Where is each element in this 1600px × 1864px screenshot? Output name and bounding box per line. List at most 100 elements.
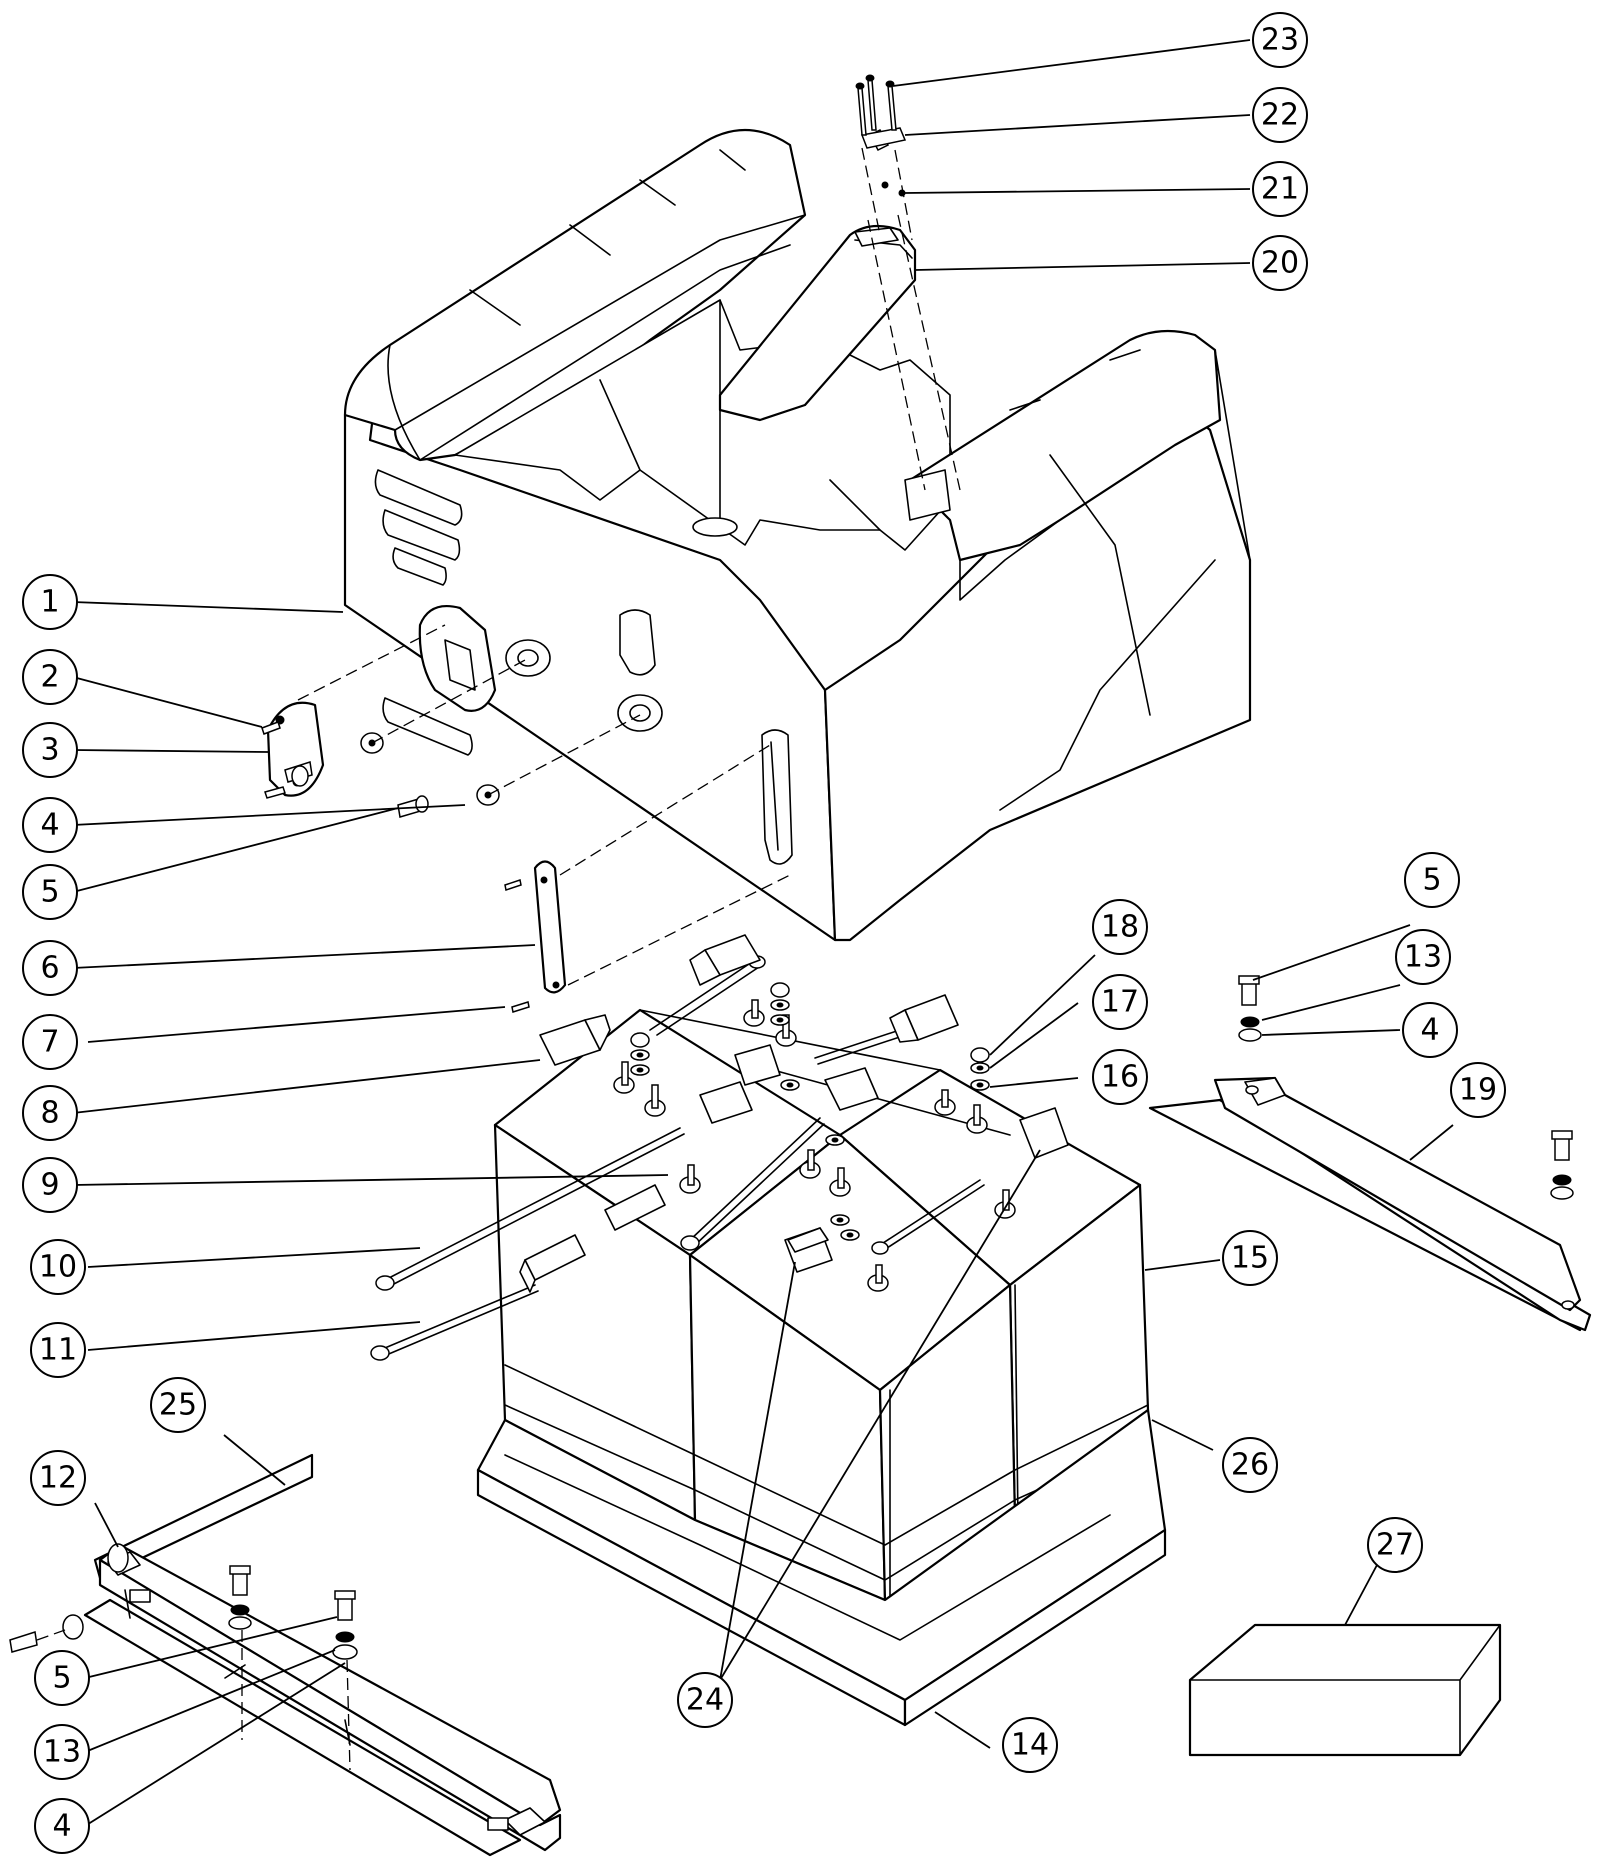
callout-c15: 15 [1222, 1230, 1278, 1286]
callout-circle [30, 1450, 86, 1506]
left-bracket-hardware [9, 1565, 358, 1771]
assembly-hidden-lines [297, 214, 961, 986]
callout-circle [1402, 1002, 1458, 1058]
callout-label: 24 [686, 1683, 724, 1718]
callout-circle [1450, 1062, 1506, 1118]
callout-c4a: 4 [22, 797, 78, 853]
callout-label: 5 [52, 1661, 71, 1696]
callout-c5a: 5 [22, 864, 78, 920]
callout-circle [22, 797, 78, 853]
callout-c5c: 5 [1404, 852, 1460, 908]
callout-label: 14 [1011, 1728, 1049, 1763]
callout-c12: 12 [30, 1450, 86, 1506]
accessory-box [1188, 1623, 1502, 1757]
slotted-strap [504, 860, 567, 1013]
washer [360, 732, 500, 806]
callout-label: 17 [1101, 985, 1139, 1020]
callout-circle [1222, 1437, 1278, 1493]
oval-cover-plate [261, 701, 325, 799]
callout-label: 19 [1459, 1073, 1497, 1108]
callout-circle [1222, 1230, 1278, 1286]
callout-circle [677, 1672, 733, 1728]
callout-circle [1092, 974, 1148, 1030]
callout-circle [34, 1650, 90, 1706]
callout-label: 7 [40, 1025, 59, 1060]
battery-group [493, 1008, 1150, 1602]
callout-circle [1252, 12, 1308, 68]
callout-circle [1367, 1517, 1423, 1573]
callout-c11: 11 [30, 1322, 86, 1378]
callout-c7: 7 [22, 1014, 78, 1070]
battery-tray [476, 1408, 1167, 1727]
callout-circle [1252, 161, 1308, 217]
callout-label: 22 [1261, 98, 1299, 133]
callout-label: 23 [1261, 23, 1299, 58]
callout-c2: 2 [22, 649, 78, 705]
callout-label: 5 [1422, 863, 1441, 898]
right-bracket [1148, 1076, 1592, 1332]
callout-label: 26 [1231, 1448, 1269, 1483]
callout-label: 9 [40, 1168, 59, 1203]
callout-label: 20 [1261, 246, 1299, 281]
callout-label: 4 [40, 808, 59, 843]
callout-label: 10 [39, 1250, 77, 1285]
callout-c23: 23 [1252, 12, 1308, 68]
callout-c13a: 13 [34, 1724, 90, 1780]
callout-label: 25 [159, 1388, 197, 1423]
callout-label: 6 [40, 951, 59, 986]
callout-circle [34, 1724, 90, 1780]
cable-connectors [519, 1184, 666, 1293]
callout-label: 11 [39, 1333, 77, 1368]
callout-label: 21 [1261, 172, 1299, 207]
callout-c10: 10 [30, 1239, 86, 1295]
leader-lines [72, 39, 1454, 1827]
callout-c22: 22 [1252, 87, 1308, 143]
callout-c24: 24 [677, 1672, 733, 1728]
callout-label: 16 [1101, 1060, 1139, 1095]
callout-label: 13 [1404, 940, 1442, 975]
callout-c4c: 4 [1402, 1002, 1458, 1058]
callout-circle [22, 722, 78, 778]
callout-circle [150, 1377, 206, 1433]
callout-c16: 16 [1092, 1049, 1148, 1105]
callout-c26: 26 [1222, 1437, 1278, 1493]
top-hardware-stack [855, 74, 913, 241]
callout-circle [1395, 929, 1451, 985]
callout-label: 5 [40, 875, 59, 910]
callout-label: 4 [1420, 1013, 1439, 1048]
callout-c14: 14 [1002, 1717, 1058, 1773]
callout-circle [1252, 87, 1308, 143]
callout-circle [1092, 1049, 1148, 1105]
callout-circle [22, 649, 78, 705]
nuts-and-washers [630, 982, 990, 1241]
callout-c25: 25 [150, 1377, 206, 1433]
callout-circle [22, 574, 78, 630]
callout-circle [22, 1085, 78, 1141]
callout-circle [34, 1798, 90, 1854]
callout-c17: 17 [1092, 974, 1148, 1030]
left-bracket [83, 1453, 562, 1857]
callout-c20: 20 [1252, 235, 1308, 291]
callout-c4b: 4 [34, 1798, 90, 1854]
callout-c18: 18 [1092, 899, 1148, 955]
callout-label: 2 [40, 660, 59, 695]
callout-circle [22, 1157, 78, 1213]
callout-c19: 19 [1450, 1062, 1506, 1118]
callout-bubbles: 1234567891011125134252414262715161718513… [22, 12, 1506, 1854]
callout-circle [22, 1014, 78, 1070]
terminal-posts [613, 999, 1016, 1292]
callout-label: 15 [1231, 1241, 1269, 1276]
callout-circle [1092, 899, 1148, 955]
callout-label: 8 [40, 1096, 59, 1131]
callout-c27: 27 [1367, 1517, 1423, 1573]
callout-circle [22, 864, 78, 920]
callout-circle [30, 1322, 86, 1378]
callout-circle [1252, 235, 1308, 291]
callout-label: 3 [40, 733, 59, 768]
callout-c8: 8 [22, 1085, 78, 1141]
callout-label: 12 [39, 1461, 77, 1496]
callout-c1: 1 [22, 574, 78, 630]
callout-c3: 3 [22, 722, 78, 778]
